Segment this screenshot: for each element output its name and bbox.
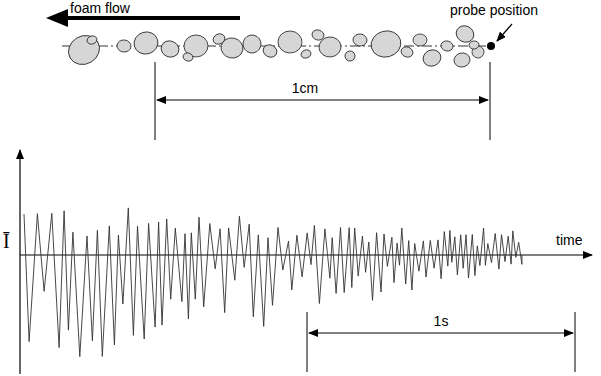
signal-trace (24, 208, 522, 357)
label: 1cm (292, 80, 318, 96)
bubble (352, 33, 368, 47)
label: foam flow (70, 0, 130, 16)
flow-arrow (64, 16, 240, 20)
label: time (556, 232, 582, 248)
bubble (241, 33, 262, 54)
bubble (261, 43, 279, 60)
bubble (300, 49, 312, 60)
dimension-tick (575, 312, 576, 372)
dimension-tick (155, 62, 156, 140)
bubble (421, 47, 444, 69)
bubble (86, 35, 98, 46)
bubble (413, 34, 427, 46)
bubble (400, 45, 415, 59)
bubble (219, 36, 245, 60)
dimension-tick (490, 62, 491, 140)
bubble (368, 28, 404, 61)
probe-leader (497, 24, 512, 41)
dimension-line (309, 333, 573, 334)
bubble (63, 30, 105, 70)
bubble (182, 52, 194, 63)
bubble (159, 38, 182, 59)
bubble (277, 30, 302, 53)
y-axis (19, 150, 20, 374)
probe-dot (487, 42, 495, 50)
bubble (343, 49, 357, 63)
label: probe position (450, 2, 538, 18)
bubble (469, 41, 480, 50)
label: Ī (3, 230, 10, 252)
bubble (131, 29, 160, 57)
bubble (440, 40, 454, 52)
dimension-line (157, 100, 488, 101)
dimension-tick (307, 312, 308, 372)
flow-arrowhead (46, 9, 68, 27)
bubble (453, 52, 471, 69)
label: 1s (434, 313, 449, 329)
bubbles (63, 23, 484, 70)
bubble (116, 39, 131, 53)
bubble (318, 36, 342, 58)
